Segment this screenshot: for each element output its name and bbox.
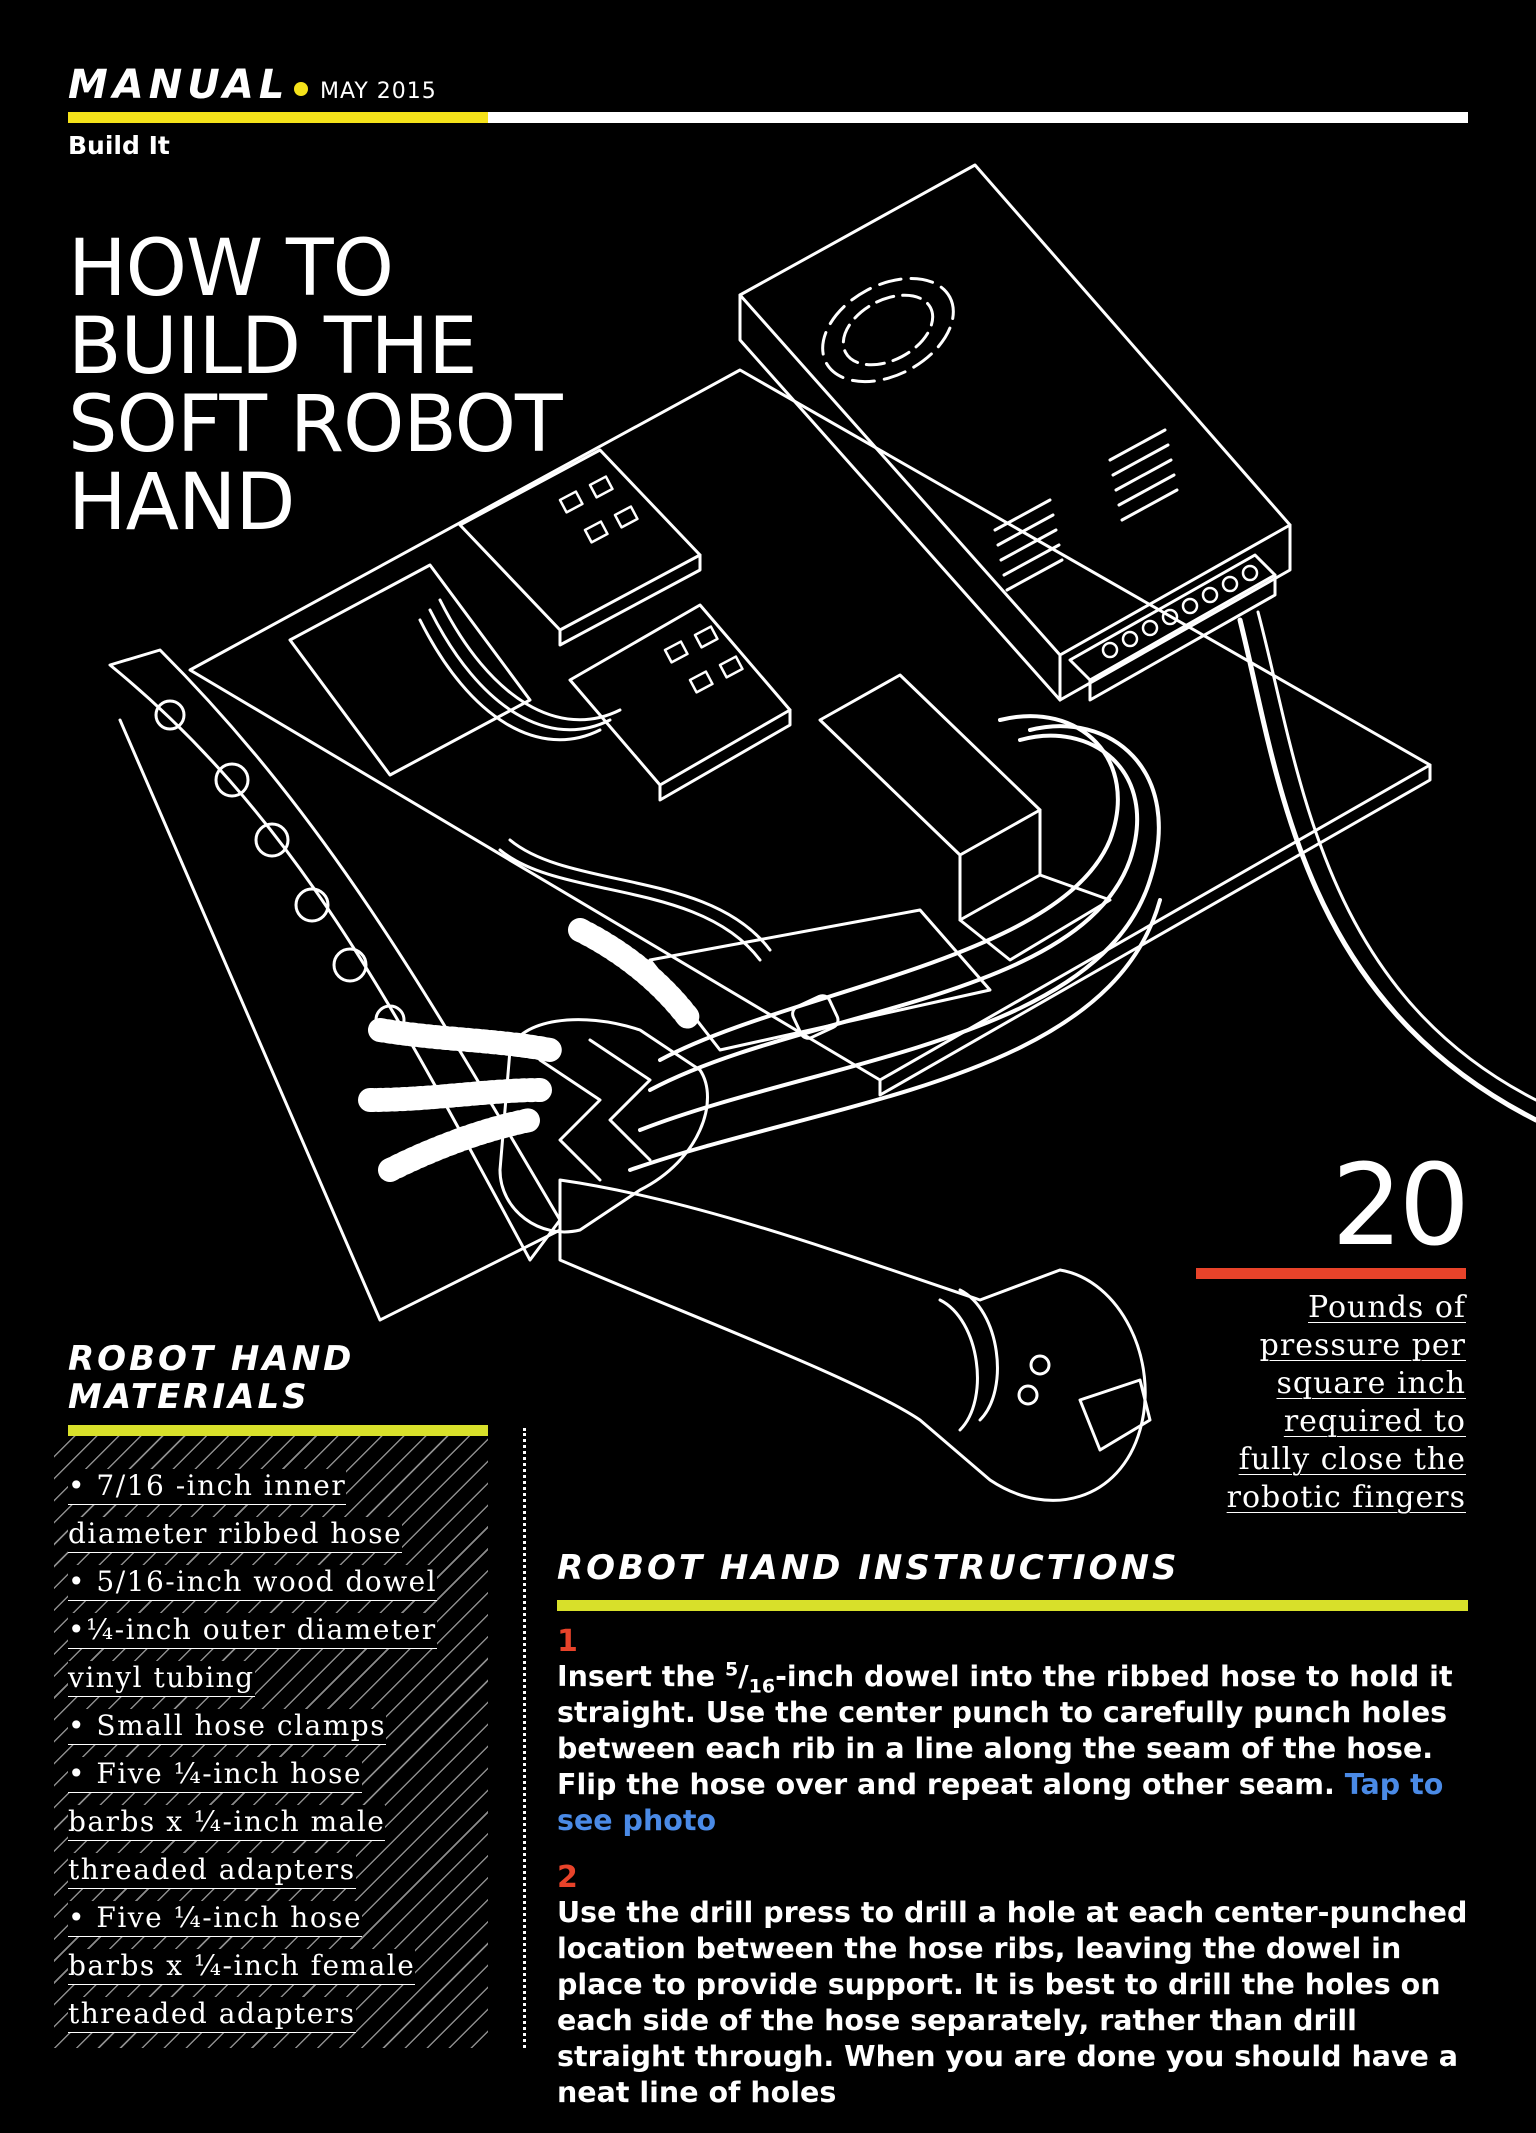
stat-caption-line: Pounds of [1308,1290,1466,1325]
stat-rule [1196,1268,1466,1279]
article-title: HOW TO BUILD THE SOFT ROBOT HAND [68,224,563,548]
section-name: Build It [68,131,170,160]
step-1: 1 Insert the 5/16-inch dowel into the ri… [557,1625,1468,1839]
step-number: 2 [557,1860,578,1895]
list-item: vinyl tubing [68,1654,488,1702]
step-2: 2 Use the drill press to drill a hole at… [557,1861,1468,2111]
title-line: HOW TO [68,224,394,314]
list-item: •¼-inch outer diameter [68,1606,488,1654]
instructions-heading: ROBOT HAND INSTRUCTIONS [557,1548,1180,1588]
robot-hand-illustration [108,163,1536,1502]
list-item: • Five ¼-inch hose [68,1894,488,1942]
brand-dot [294,82,308,96]
stat-caption: Pounds of pressure per square inch requi… [1196,1289,1466,1517]
header-rule-accent [68,112,488,123]
header-rule [68,112,1468,123]
list-item: threaded adapters [68,1990,488,2038]
list-item: • 5/16-inch wood dowel [68,1558,488,1606]
materials-rule [68,1425,488,1436]
column-divider [523,1428,526,2048]
list-item: barbs x ¼-inch female [68,1942,488,1990]
brand-title: MANUAL [68,62,290,108]
instructions-steps: 1 Insert the 5/16-inch dowel into the ri… [557,1625,1468,2133]
masthead: MANUAL MAY 2015 [68,60,1468,130]
stat-caption-line: pressure per [1259,1328,1466,1363]
materials-list: • 7/16 -inch inner diameter ribbed hose … [68,1462,488,2038]
step-number: 1 [557,1624,578,1659]
materials-heading-line: ROBOT HAND [68,1339,355,1379]
title-line: HAND [68,458,295,548]
step-text: Insert the 5/16-inch dowel into the ribb… [557,1658,1453,1837]
stat-number: 20 [1331,1141,1470,1271]
title-line: SOFT ROBOT [68,380,563,470]
stat-caption-line: fully close the [1238,1442,1466,1477]
fraction-numerator: 5 [724,1658,739,1681]
title-line: BUILD THE [68,302,477,392]
issue-date: MAY 2015 [320,79,437,104]
fraction-denominator: 16 [748,1675,776,1698]
list-item: diameter ribbed hose [68,1510,488,1558]
materials-heading: ROBOT HAND MATERIALS [68,1340,354,1416]
materials-heading-line: MATERIALS [68,1377,310,1417]
instructions-rule [557,1600,1468,1611]
stat-caption-line: required to [1283,1404,1466,1439]
list-item: barbs x ¼-inch male [68,1798,488,1846]
step-text: Use the drill press to drill a hole at e… [557,1896,1468,2109]
list-item: • Small hose clamps [68,1702,488,1750]
list-item: threaded adapters [68,1846,488,1894]
list-item: • 7/16 -inch inner [68,1462,488,1510]
stat-caption-line: square inch [1276,1366,1466,1401]
stat-callout: 20 Pounds of pressure per square inch re… [1196,1141,1470,1517]
list-item: • Five ¼-inch hose [68,1750,488,1798]
stat-caption-line: robotic fingers [1226,1480,1466,1515]
see-photo-link[interactable]: Tap to see photo [557,1768,1444,1837]
